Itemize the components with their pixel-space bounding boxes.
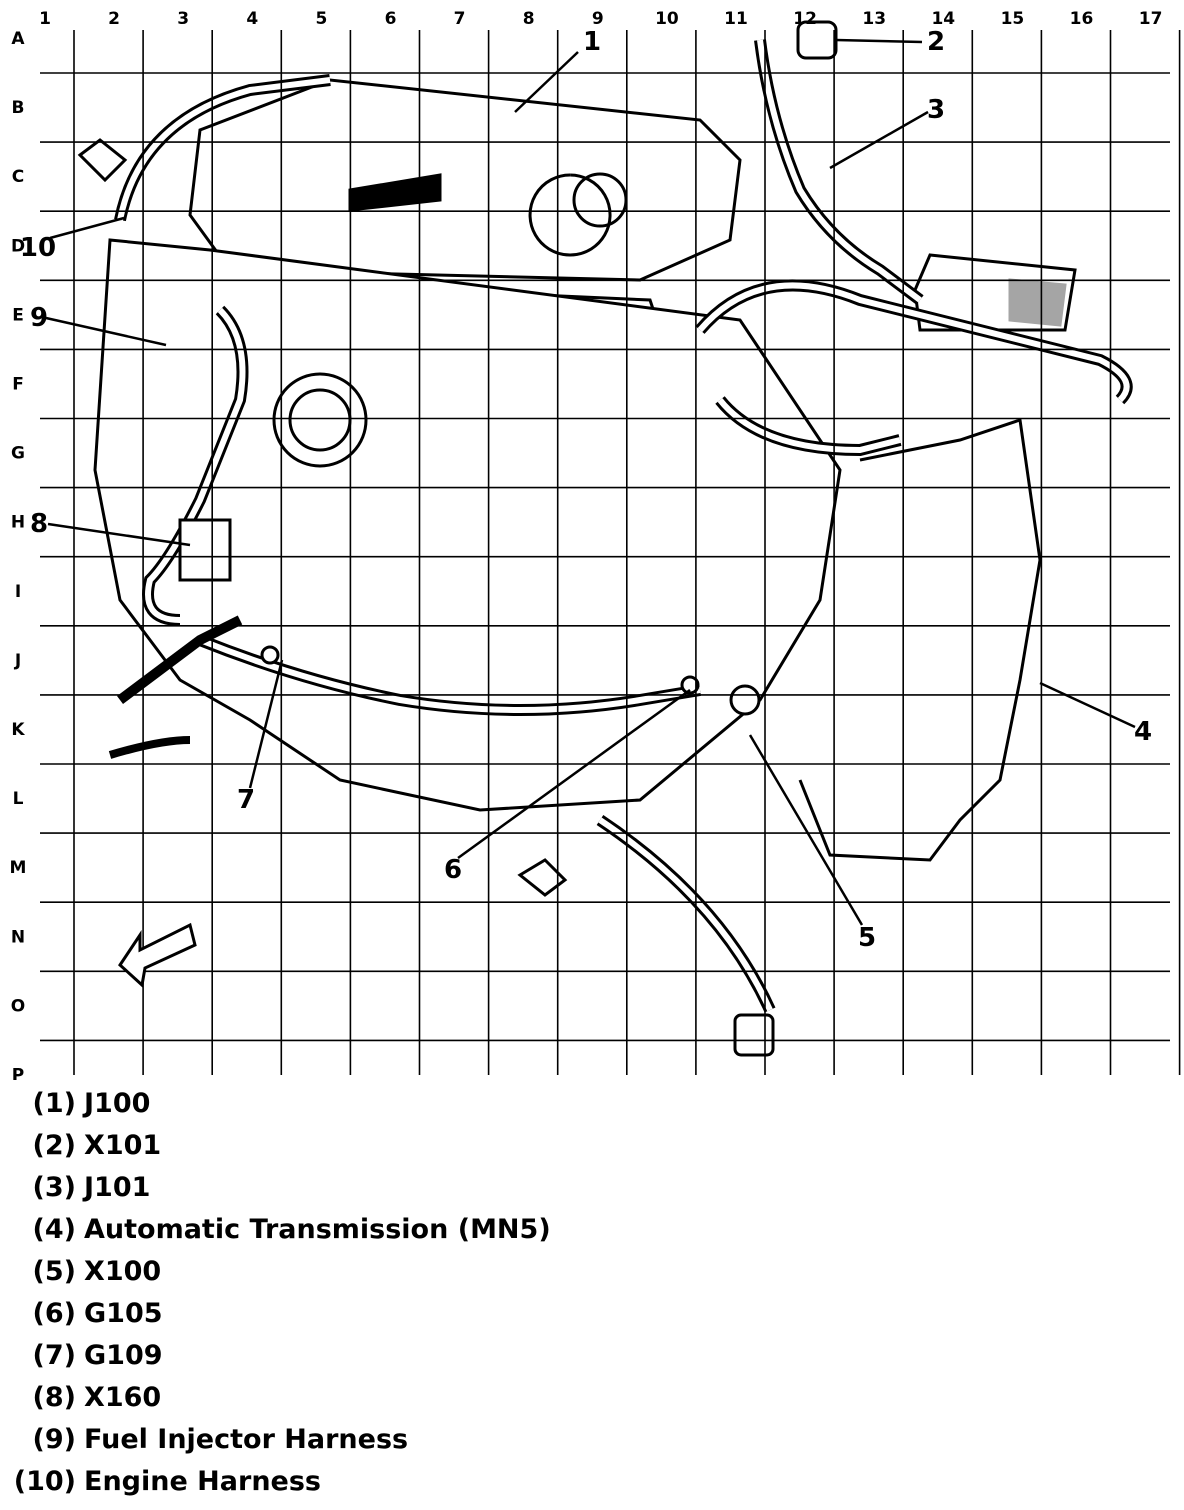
row-label: P: [12, 1066, 24, 1081]
row-label: B: [12, 98, 25, 118]
legend-item-3: (3)J101: [32, 1172, 151, 1203]
legend-item-1: (1)J100: [32, 1088, 151, 1119]
column-label: 11: [724, 9, 748, 29]
legend-item-4: (4)Automatic Transmission (MN5): [32, 1214, 551, 1245]
row-label: I: [15, 582, 21, 602]
row-label: E: [12, 305, 24, 325]
column-label: 6: [385, 9, 397, 29]
legend-item-6: (6)G105: [32, 1298, 163, 1329]
column-label: 14: [931, 9, 955, 29]
callout-10: 10: [20, 233, 56, 263]
row-label: H: [11, 513, 25, 533]
row-label: N: [11, 927, 25, 947]
column-label: 12: [793, 9, 817, 29]
callout-1: 1: [583, 27, 601, 57]
row-label: K: [11, 720, 25, 740]
column-label: 16: [1070, 9, 1094, 29]
row-label: J: [14, 651, 21, 671]
row-label: M: [10, 858, 27, 878]
grid: [40, 30, 1181, 1075]
row-label: A: [11, 29, 25, 49]
callout-6: 6: [444, 855, 462, 885]
legend-item-9: (9)Fuel Injector Harness: [32, 1424, 409, 1455]
callout-3: 3: [927, 95, 945, 125]
column-label: 2: [108, 9, 120, 29]
column-label: 13: [862, 9, 886, 29]
legend-item-5: (5)X100: [32, 1256, 162, 1287]
legend-item-7: (7)G109: [32, 1340, 163, 1371]
legend-item-10: (10)Engine Harness: [13, 1466, 321, 1497]
row-label: G: [11, 444, 25, 464]
engine-illustration: [77, 20, 1133, 1057]
row-label: C: [12, 167, 24, 187]
row-label: L: [13, 789, 24, 809]
front-direction-arrow-icon: [118, 922, 197, 988]
column-label: 8: [523, 9, 535, 29]
row-label: O: [11, 996, 25, 1016]
callout-8: 8: [30, 509, 48, 539]
column-label: 7: [454, 9, 466, 29]
callout-5: 5: [858, 923, 876, 953]
callout-2: 2: [927, 27, 945, 57]
callout-4: 4: [1134, 717, 1152, 747]
legend-item-8: (8)X160: [32, 1382, 162, 1413]
legend-item-2: (2)X101: [32, 1130, 162, 1161]
column-label: 17: [1139, 9, 1163, 29]
column-label: 15: [1001, 9, 1025, 29]
column-label: 3: [177, 9, 189, 29]
callout-9: 9: [30, 303, 48, 333]
callout-7: 7: [237, 785, 255, 815]
column-label: 4: [246, 9, 258, 29]
row-label: F: [12, 375, 24, 395]
column-label: 9: [592, 9, 604, 29]
column-label: 1: [39, 9, 51, 29]
row-label: D: [11, 236, 25, 256]
column-label: 5: [315, 9, 327, 29]
callout-leaders: [45, 38, 1136, 926]
row-labels: A B C D E F G H I J K L M N O P: [10, 29, 27, 1080]
column-label: 10: [655, 9, 679, 29]
